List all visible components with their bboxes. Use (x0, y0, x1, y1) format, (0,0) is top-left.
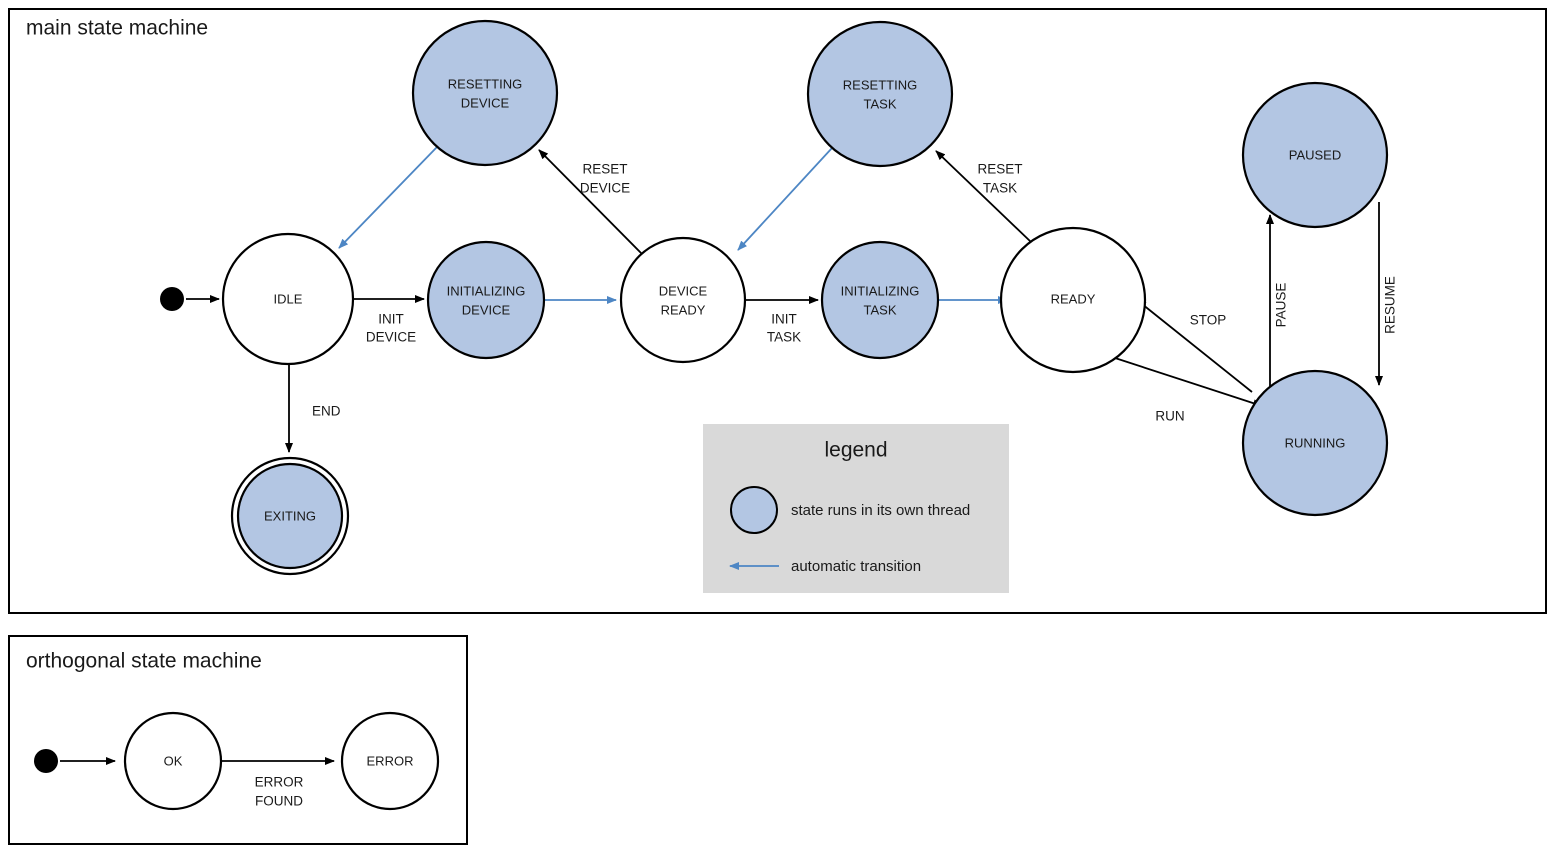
main-state-machine-title: main state machine (26, 17, 208, 40)
transition-label-end: END (312, 404, 341, 419)
transition-ready-to-resetting-task (935, 150, 1032, 243)
orthogonal-initial-state-marker (34, 749, 58, 773)
main-transitions: INIT DEVICE RESET DEVICE INIT TASK RESET… (186, 146, 1398, 453)
orthogonal-state-machine-panel: orthogonal state machine OK ERROR FOUND … (8, 635, 468, 845)
state-label-device-ready-line2: READY (661, 302, 706, 317)
transition-running-to-ready (1136, 299, 1253, 393)
transition-ready-to-running (1114, 357, 1263, 408)
transition-label-run: RUN (1155, 409, 1184, 424)
state-initializing-device[interactable]: INITIALIZING DEVICE (426, 240, 546, 360)
transition-label-reset-device-line1: RESET (582, 162, 627, 177)
state-exiting[interactable]: EXITING (230, 456, 350, 576)
state-label-ready: READY (1051, 291, 1096, 306)
transition-device-ready-to-resetting-device (538, 149, 643, 255)
transition-label-resume: RESUME (1383, 276, 1398, 334)
legend: legend state runs in its own thread auto… (703, 424, 1009, 593)
legend-item-auto-label: automatic transition (791, 558, 921, 575)
state-label-running: RUNNING (1285, 435, 1346, 450)
orthogonal-transition-label-error-found-line2: FOUND (255, 794, 303, 809)
state-label-idle: IDLE (274, 291, 303, 306)
initial-state-marker (160, 287, 184, 311)
state-label-initializing-device-line1: INITIALIZING (447, 283, 526, 298)
state-error[interactable]: ERROR (340, 711, 440, 811)
state-resetting-task[interactable]: RESETTING TASK (806, 20, 954, 168)
state-resetting-device[interactable]: RESETTING DEVICE (411, 19, 559, 167)
state-label-error: ERROR (367, 753, 414, 768)
state-label-resetting-task-line1: RESETTING (843, 77, 917, 92)
state-label-ok: OK (164, 753, 183, 768)
state-paused[interactable]: PAUSED (1241, 81, 1389, 229)
state-running[interactable]: RUNNING (1241, 369, 1389, 517)
main-states: IDLE RESETTING DEVICE INITIALIZING DEVIC… (160, 19, 1389, 576)
state-label-device-ready-line1: DEVICE (659, 283, 708, 298)
legend-item-thread-label: state runs in its own thread (791, 502, 970, 519)
state-label-resetting-device-line2: DEVICE (461, 95, 510, 110)
transition-label-reset-task-line1: RESET (977, 162, 1022, 177)
state-label-resetting-task-line2: TASK (864, 96, 897, 111)
transition-resetting-task-to-device-ready (737, 147, 833, 251)
legend-thread-state-circle-icon (730, 486, 778, 534)
orthogonal-state-machine-title: orthogonal state machine (26, 650, 262, 673)
state-ok[interactable]: OK (123, 711, 223, 811)
state-label-initializing-task-line2: TASK (864, 302, 897, 317)
transition-label-init-device-line1: INIT (378, 312, 404, 327)
state-label-initializing-device-line2: DEVICE (462, 302, 511, 317)
transition-resetting-device-to-idle (338, 146, 438, 249)
main-state-machine-panel: main state machine (8, 8, 1547, 614)
transition-label-init-device-line2: DEVICE (366, 330, 416, 345)
transition-label-init-task-line1: INIT (771, 312, 797, 327)
transition-label-reset-task-line2: TASK (983, 181, 1017, 196)
state-label-resetting-device-line1: RESETTING (448, 76, 522, 91)
orthogonal-transition-label-error-found-line1: ERROR (255, 775, 304, 790)
state-label-initializing-task-line1: INITIALIZING (841, 283, 920, 298)
state-label-paused: PAUSED (1289, 147, 1342, 162)
orthogonal-state-machine-border (8, 635, 468, 845)
state-ready[interactable]: READY (999, 226, 1147, 374)
transition-label-init-task-line2: TASK (767, 330, 801, 345)
state-label-exiting: EXITING (264, 508, 316, 523)
transition-label-stop: STOP (1190, 313, 1227, 328)
state-device-ready[interactable]: DEVICE READY (619, 236, 747, 364)
state-idle[interactable]: IDLE (221, 232, 355, 366)
main-state-machine-border (8, 8, 1547, 614)
transition-label-pause: PAUSE (1274, 283, 1289, 328)
state-initializing-task[interactable]: INITIALIZING TASK (820, 240, 940, 360)
legend-title: legend (824, 439, 887, 462)
transition-label-reset-device-line2: DEVICE (580, 181, 630, 196)
